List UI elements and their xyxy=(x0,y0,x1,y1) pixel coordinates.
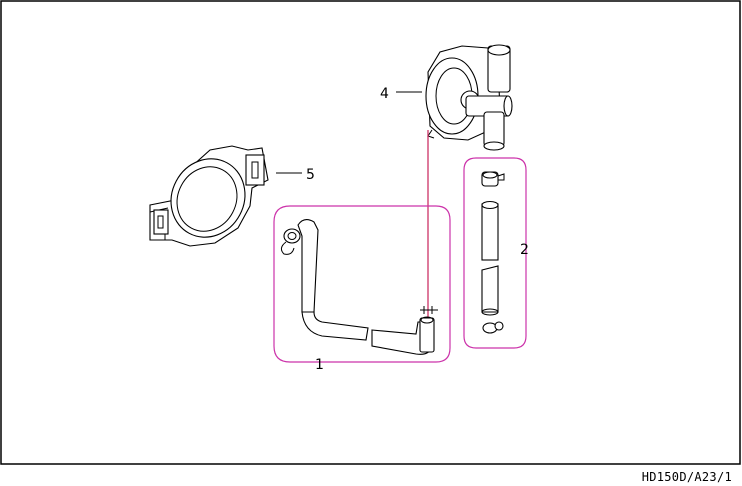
part-1-hose-set[interactable] xyxy=(280,219,438,355)
callout-1: 1 xyxy=(315,357,324,373)
group-1-outline xyxy=(273,205,451,363)
callout-2: 2 xyxy=(520,242,529,258)
part-5-clamp-ring[interactable] xyxy=(149,145,269,250)
diagram-reference-code: HD150D/A23/1 xyxy=(641,470,732,484)
part-4-valve-assembly[interactable] xyxy=(425,44,513,151)
diagram-border xyxy=(0,0,741,465)
callout-5: 5 xyxy=(306,167,315,183)
callout-4: 4 xyxy=(380,86,389,102)
group-2-outline xyxy=(463,157,527,349)
part-2-hose-clamp-kit[interactable] xyxy=(481,171,505,334)
